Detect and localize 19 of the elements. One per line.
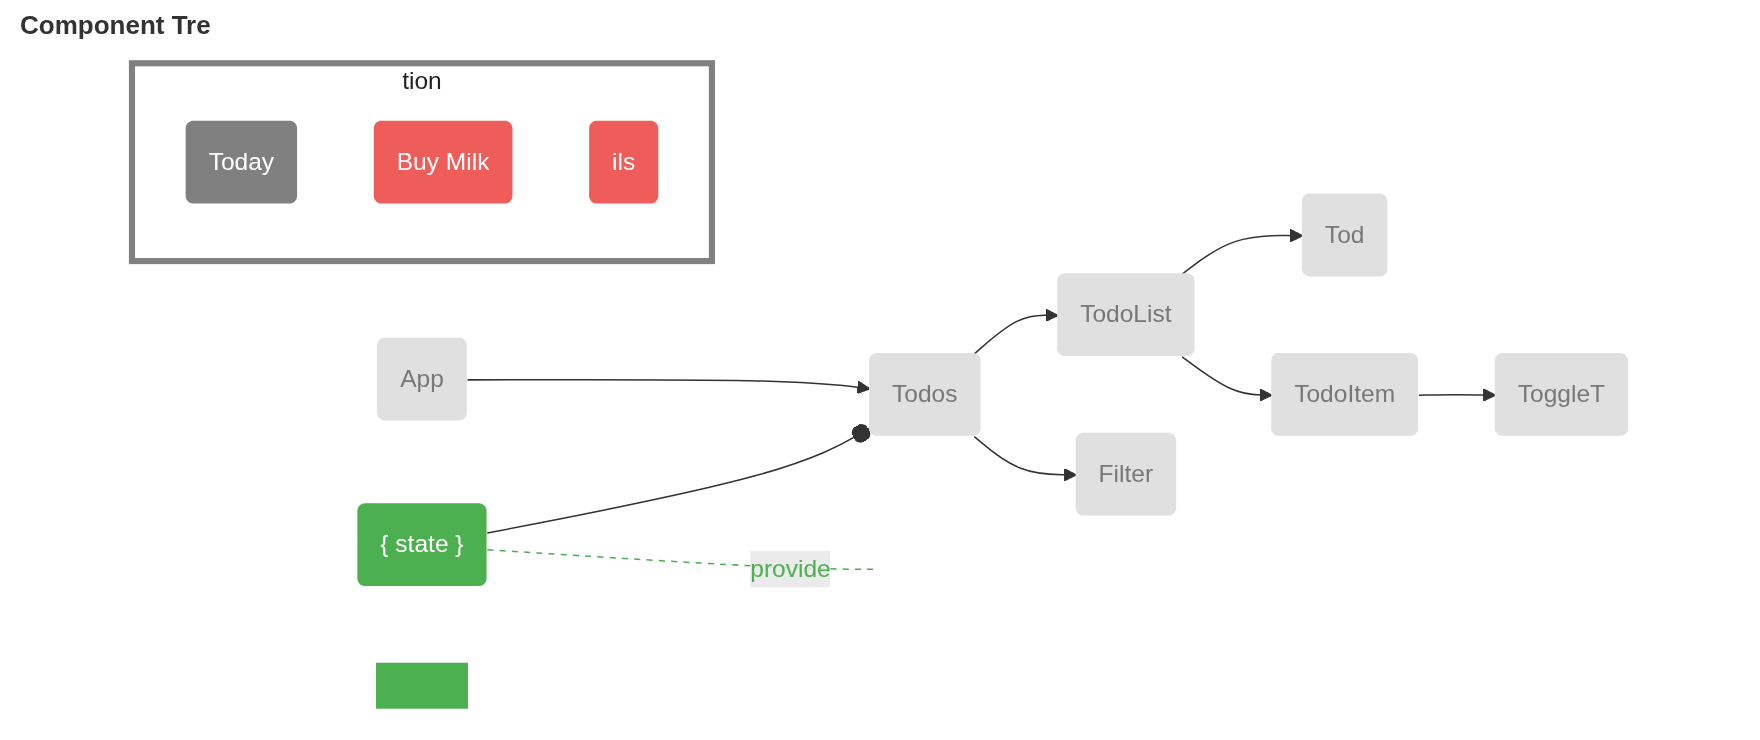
- connector: [486, 424, 871, 534]
- node-box: { state }: [357, 503, 487, 587]
- node-box: ils: [589, 120, 659, 204]
- node-box: App: [377, 337, 467, 421]
- arrow: [973, 435, 1077, 482]
- node-box: TodoItem: [1271, 353, 1419, 436]
- node-box: Tod: [1301, 193, 1388, 277]
- arrow: [466, 378, 871, 395]
- node-box: [375, 662, 468, 709]
- arrow: [973, 308, 1059, 355]
- node-box: TodoList: [1057, 273, 1195, 357]
- node-box: ToggleT: [1494, 353, 1628, 436]
- node-box: Filter: [1075, 432, 1177, 516]
- node-box: Buy Milk: [373, 120, 513, 204]
- arrow: [1181, 356, 1273, 402]
- node-box: Todos: [869, 353, 981, 436]
- node-box: Today: [185, 120, 298, 204]
- diagram-title: Component Tre: [20, 10, 212, 41]
- edge-label: provide: [750, 555, 831, 582]
